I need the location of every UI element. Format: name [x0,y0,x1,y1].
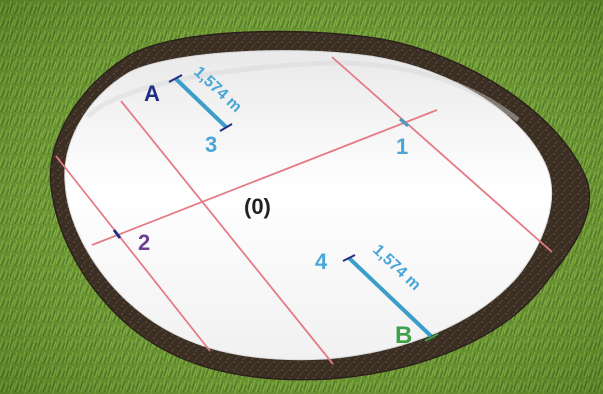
label-four: 4 [315,249,328,274]
measure-line-bottom [347,256,433,338]
tick-three [219,123,233,132]
measurement-lines [112,74,439,342]
label-one: 1 [396,134,408,159]
label-center: (0) [244,194,271,219]
guide-line-right [331,56,553,253]
tick-a [168,74,183,83]
floor-inner-shadow [86,60,520,122]
label-b: B [395,322,412,349]
guide-line-cross-1 [120,100,334,365]
pool-floor [64,50,553,361]
tick-b [424,333,439,342]
guide-line-left [55,155,211,352]
tick-two [112,229,122,239]
label-two: 2 [138,230,150,255]
tick-four [342,254,356,262]
guide-line-cross-2 [91,109,438,246]
label-a: A [144,81,160,106]
label-three: 3 [205,132,217,157]
guide-lines [55,56,553,365]
measure-line-top [174,77,228,129]
tick-one [399,117,409,128]
